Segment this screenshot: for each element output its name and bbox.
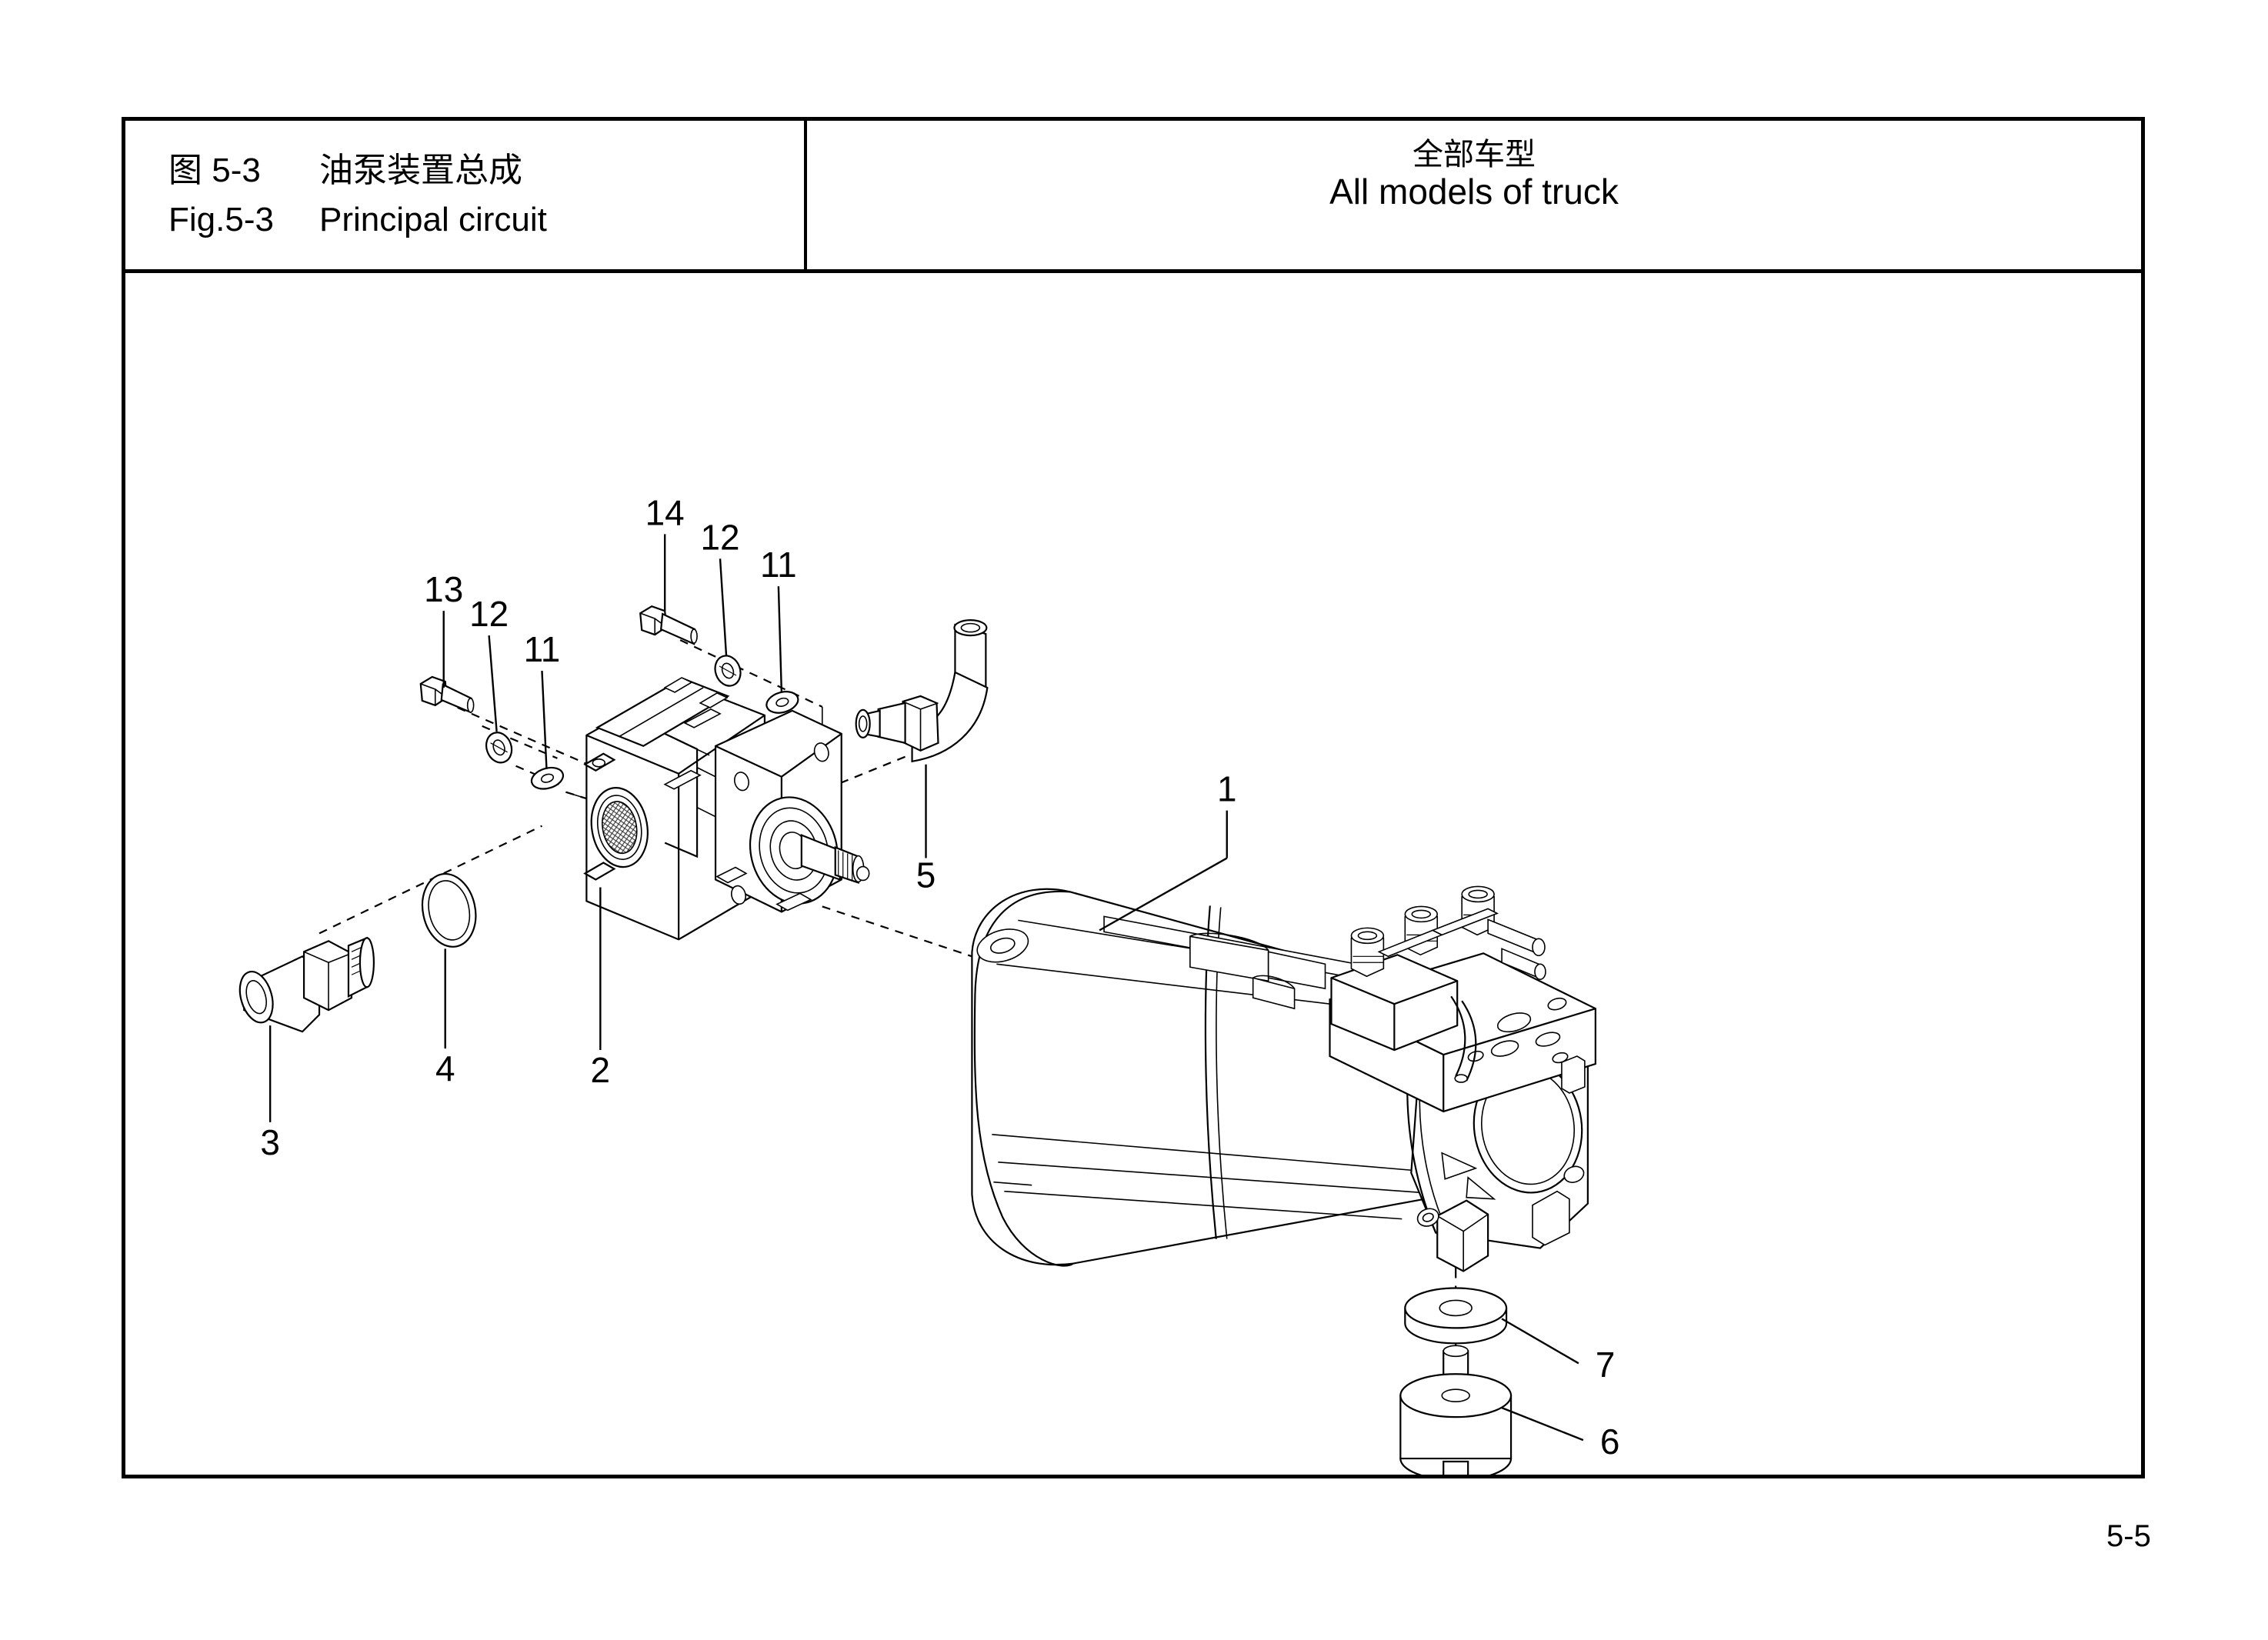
exploded-parts-illustration: 13 12 11 14 12 11 5 1 3 4 2 7 6 8 9 10 — [238, 492, 1620, 1475]
callout-12-left: 12 — [469, 594, 509, 634]
flat-washer-11 — [530, 766, 565, 790]
bolt-assembly-left — [419, 675, 565, 790]
callout-3: 3 — [260, 1122, 280, 1162]
electric-motor-1 — [971, 885, 1596, 1272]
callout-11-top: 11 — [760, 545, 797, 585]
page-number: 5-5 — [2106, 1519, 2151, 1553]
figure-number-chinese: 图 5-3 — [168, 152, 261, 189]
figure-title-chinese-row: 图 5-3 油泵装置总成 — [168, 142, 804, 192]
flat-washer-large-7 — [1404, 1287, 1508, 1345]
figure-number-english: Fig.5-3 — [168, 201, 274, 238]
callout-5: 5 — [916, 855, 936, 895]
spring-washer-12-top — [714, 655, 742, 687]
o-ring-4 — [421, 872, 477, 948]
flat-washer-11-top — [765, 691, 799, 714]
callout-2: 2 — [591, 1050, 611, 1090]
model-applicability-cell: 全部车型 All models of truck — [807, 121, 2141, 269]
figure-title-english-row: Fig.5-3 Principal circuit — [168, 201, 804, 239]
callout-7: 7 — [1596, 1345, 1616, 1385]
bolt-assembly-top — [639, 605, 799, 714]
figure-header: 图 5-3 油泵装置总成 Fig.5-3 Principal circuit 全… — [125, 121, 2141, 273]
callout-leader-lines — [268, 534, 1584, 1442]
spring-washer-12 — [485, 732, 513, 764]
callout-1: 1 — [1217, 769, 1237, 809]
figure-title-cell: 图 5-3 油泵装置总成 Fig.5-3 Principal circuit — [125, 121, 807, 269]
figure-title-english: Principal circuit — [319, 201, 547, 238]
elbow-fitting-5 — [855, 619, 989, 763]
callout-numbers: 13 12 11 14 12 11 5 1 3 4 2 7 6 8 9 10 — [260, 492, 1620, 1462]
callout-13: 13 — [424, 569, 463, 609]
gear-pump-2 — [583, 677, 870, 941]
hex-bolt-14 — [639, 605, 698, 645]
callout-4: 4 — [435, 1048, 455, 1088]
callout-14: 14 — [645, 492, 685, 532]
model-applicability-english: All models of truck — [1329, 171, 1619, 212]
exploded-diagram-canvas: 13 12 11 14 12 11 5 1 3 4 2 7 6 8 9 10 — [125, 273, 2141, 1475]
hex-bolt-13 — [419, 675, 475, 714]
figure-title-chinese: 油泵装置总成 — [319, 152, 522, 189]
callout-12-top: 12 — [701, 517, 740, 557]
rubber-mount-6 — [1399, 1345, 1513, 1475]
suction-fitting-3 — [238, 936, 375, 1033]
motor-mount-hardware-stack — [1399, 1287, 1513, 1475]
drawing-page-frame: 图 5-3 油泵装置总成 Fig.5-3 Principal circuit 全… — [122, 117, 2145, 1478]
callout-6: 6 — [1600, 1422, 1620, 1462]
callout-11-left: 11 — [524, 629, 561, 669]
model-applicability-chinese: 全部车型 — [1412, 138, 1536, 172]
